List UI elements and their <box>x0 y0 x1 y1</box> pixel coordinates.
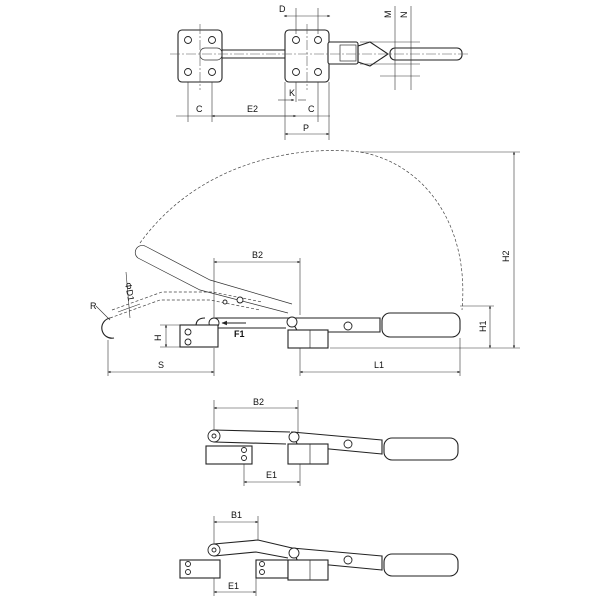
main-handle-grip <box>381 312 461 338</box>
dim-label-B2-main: B2 <box>252 250 263 260</box>
dim-label-N: N <box>399 12 409 19</box>
dim-label-E2: E2 <box>247 104 258 114</box>
dim-label-H1: H1 <box>478 320 488 332</box>
main-side-view: F1 R ΦD1 H B2 H1 H2 S <box>90 150 520 376</box>
dim-label-B1: B1 <box>231 510 242 520</box>
dim-label-D1: ΦD1 <box>123 282 136 302</box>
dim-label-M: M <box>383 11 393 19</box>
dim-label-P: P <box>303 123 309 133</box>
label-F1: F1 <box>234 329 245 339</box>
dim-label-K: K <box>289 88 295 98</box>
dim-label-C-left: C <box>196 104 203 114</box>
view3-handle-grip <box>383 553 459 577</box>
dim-label-L1: L1 <box>374 360 384 370</box>
dim-label-C-right: C <box>308 104 315 114</box>
dim-label-R: R <box>90 301 97 311</box>
dim-label-E1-view2: E1 <box>266 470 277 480</box>
dim-label-E1-view3: E1 <box>228 581 239 591</box>
dim-label-S: S <box>158 360 164 370</box>
dim-label-B2-view2: B2 <box>253 397 264 407</box>
handle-swing-arc <box>139 150 464 311</box>
dim-label-D: D <box>279 4 286 14</box>
top-view: D M N K C E2 C P <box>170 4 470 140</box>
view-3: B1 E1 <box>179 510 459 596</box>
dim-label-H2: H2 <box>501 250 511 262</box>
dim-label-H: H <box>153 335 163 342</box>
view-2: B2 E1 <box>205 397 459 486</box>
view2-handle-grip <box>383 437 459 461</box>
